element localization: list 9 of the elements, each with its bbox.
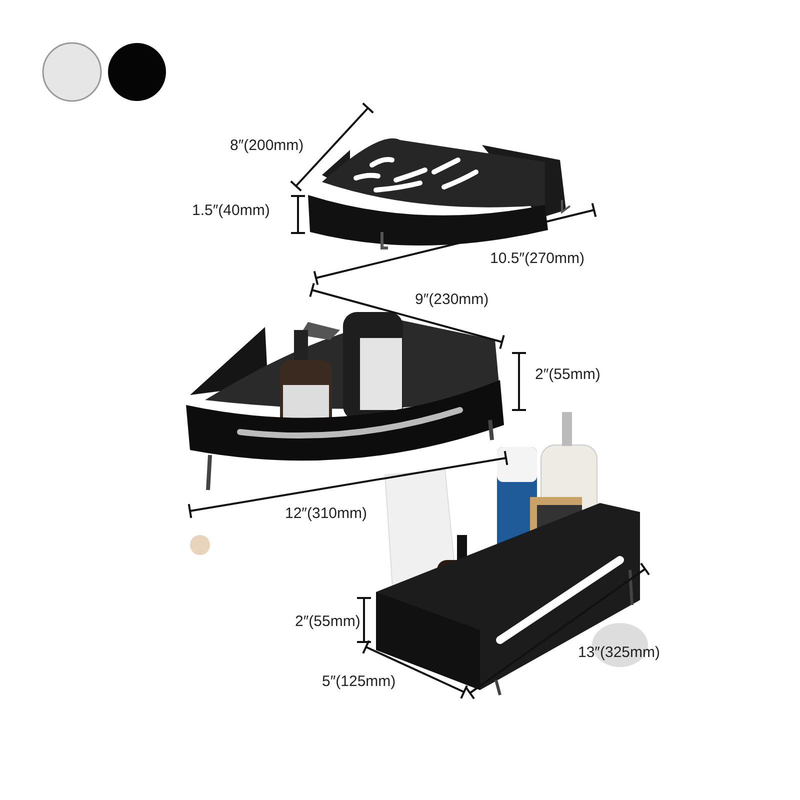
- dimension-label: 12″(310mm): [285, 505, 368, 523]
- dimension-label: 13″(325mm): [578, 644, 660, 662]
- dimension-label: 2″(55mm): [295, 613, 360, 631]
- dimension-label: 8″(200mm): [230, 137, 304, 155]
- dimension-label: 1.5″(40mm): [192, 202, 270, 220]
- dimension-label: 2″(55mm): [535, 366, 600, 384]
- dimension-label: 9″(230mm): [415, 291, 489, 309]
- dimension-label: 5″(125mm): [322, 673, 396, 691]
- dimension-label: 10.5″(270mm): [490, 250, 585, 268]
